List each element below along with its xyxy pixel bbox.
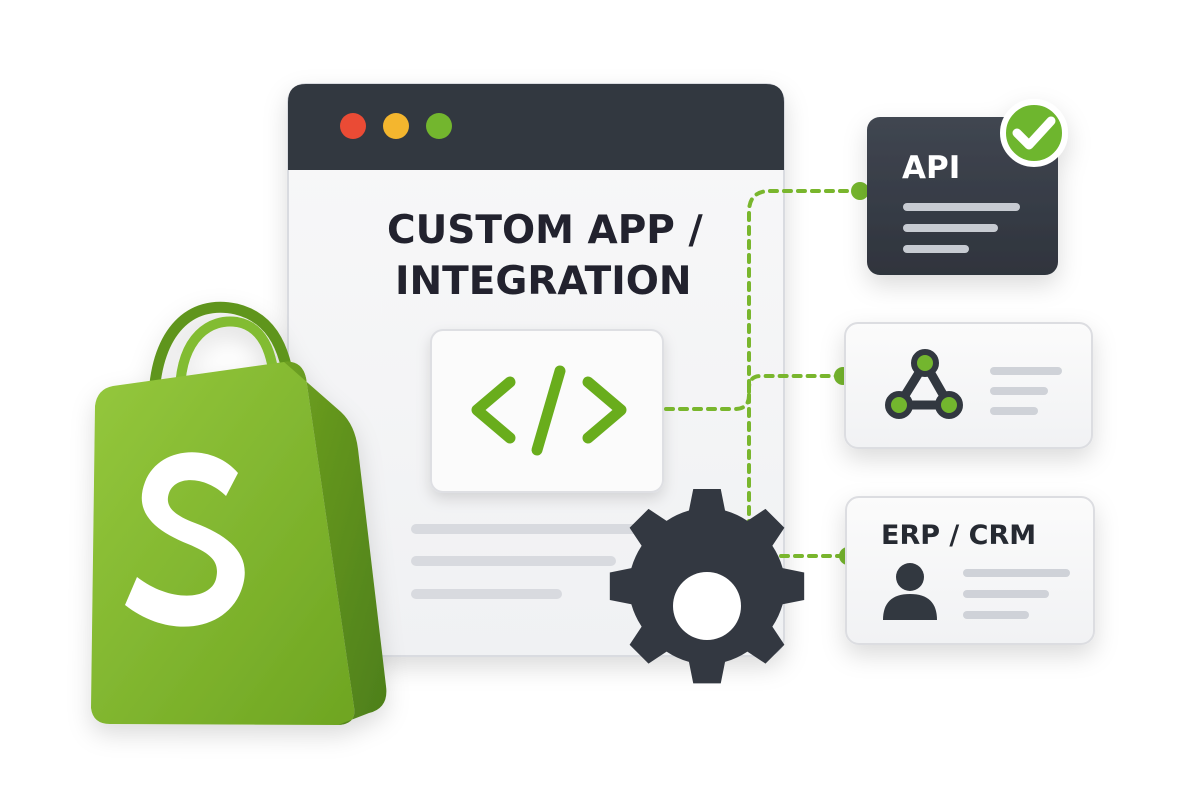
api-label: API — [902, 150, 960, 186]
erp-line-2 — [963, 590, 1049, 598]
custom-app-window: CUSTOM APP / INTEGRATION — [287, 83, 785, 657]
erp-crm-label: ERP / CRM — [881, 520, 1036, 551]
text-line-1 — [411, 524, 641, 534]
erp-crm-card: ERP / CRM — [845, 496, 1095, 645]
code-connector — [664, 393, 751, 411]
webhook-card — [844, 322, 1093, 449]
erp-line-3 — [963, 611, 1029, 619]
webhook-line-1 — [990, 367, 1062, 375]
user-icon — [883, 563, 937, 620]
erp-line-1 — [963, 569, 1070, 577]
bag-handle-back — [148, 301, 298, 411]
red-dot-icon — [340, 113, 366, 139]
bag-side — [284, 361, 387, 725]
connector-lines — [664, 189, 858, 558]
green-dot-icon — [426, 113, 452, 139]
text-line-3 — [411, 589, 562, 599]
webhook-icon — [885, 349, 963, 419]
window-title-line-2: INTEGRATION — [395, 259, 692, 304]
webhook-line-3 — [990, 407, 1038, 415]
window-title-line-1: CUSTOM APP / — [387, 208, 703, 253]
webhook-connector — [747, 374, 840, 394]
api-connector — [747, 189, 858, 544]
webhook-card-panel — [844, 322, 1093, 449]
text-line-2 — [411, 556, 616, 566]
shopify-s-logo-icon — [125, 452, 245, 627]
api-card: API — [867, 99, 1068, 275]
webhook-line-2 — [990, 387, 1048, 395]
api-line-1 — [903, 203, 1020, 211]
yellow-dot-icon — [383, 113, 409, 139]
window-titlebar — [288, 84, 784, 170]
api-line-2 — [903, 224, 998, 232]
code-brackets-icon — [471, 365, 627, 456]
check-icon — [1012, 116, 1056, 150]
api-line-3 — [903, 245, 969, 253]
api-connector-node — [851, 182, 869, 200]
gear-icon — [609, 489, 805, 684]
shopping-bag-icon — [91, 301, 387, 725]
